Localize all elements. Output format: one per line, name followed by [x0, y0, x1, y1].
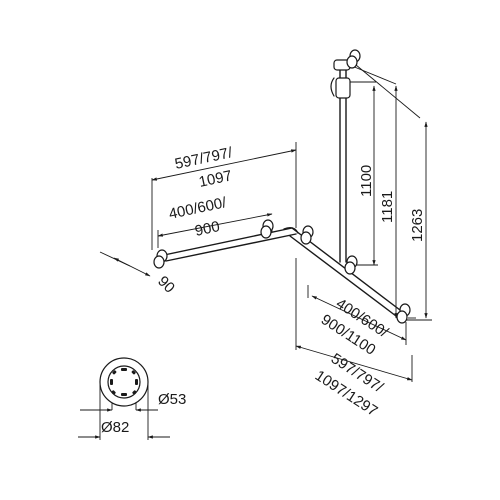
- label-horizontal-inner-1: 400/600/: [167, 194, 228, 223]
- grab-bar: [153, 49, 411, 324]
- dimension-lines: [78, 85, 428, 439]
- label-horizontal-inner-2: 900: [193, 218, 221, 240]
- label-rosette-outer: Ø82: [101, 419, 129, 436]
- label-rosette-inner: Ø53: [158, 391, 186, 408]
- label-horizontal-overall-2: 1097: [197, 167, 233, 191]
- label-vertical-2: 1181: [379, 191, 396, 223]
- label-vertical-1: 1100: [358, 165, 375, 197]
- rosette-screw-holes: [110, 368, 138, 396]
- rosette-detail: [99, 357, 149, 407]
- label-vertical-3: 1263: [409, 209, 426, 242]
- dimension-labels: 597/797/ 1097 400/600/ 900 90 1100 1181 …: [101, 144, 426, 436]
- label-projection: 90: [154, 273, 178, 297]
